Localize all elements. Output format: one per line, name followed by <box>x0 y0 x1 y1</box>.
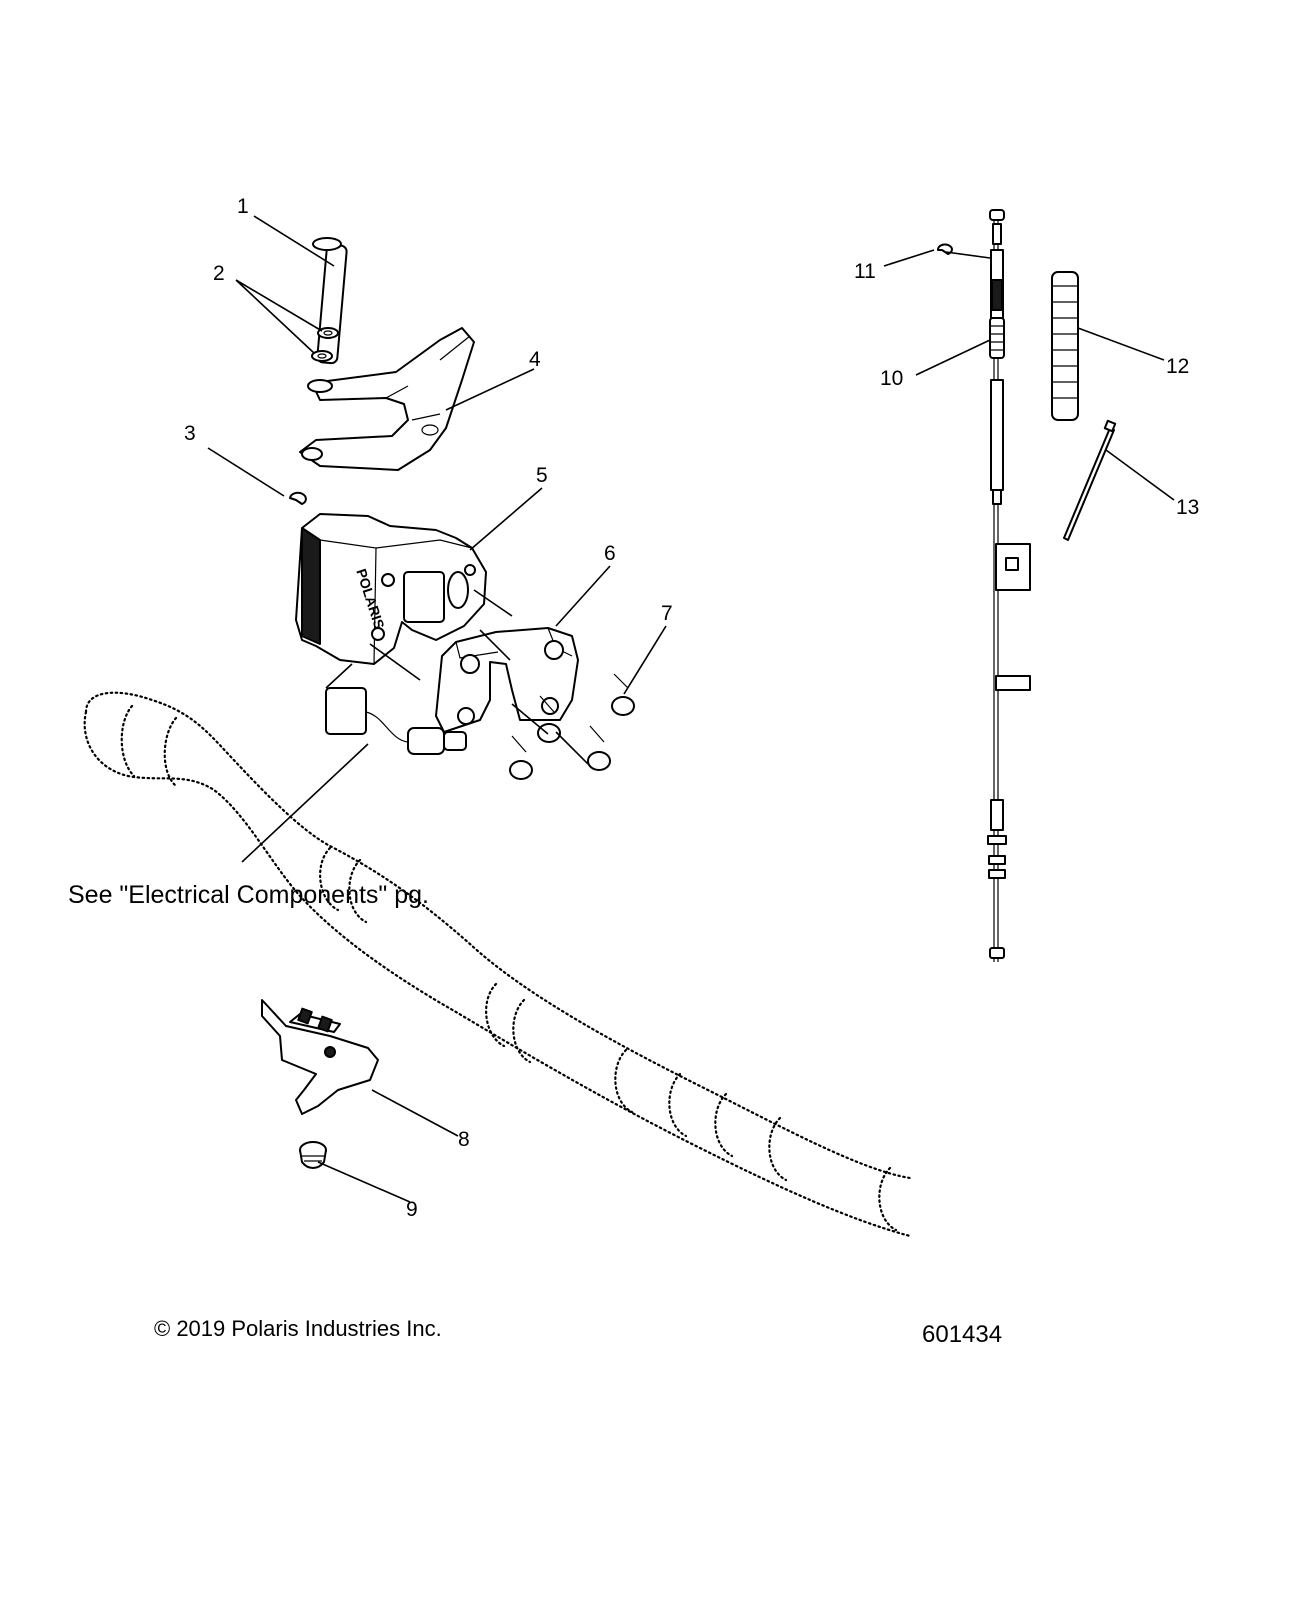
callout-1: 1 <box>237 195 249 218</box>
callout-4: 4 <box>529 348 541 371</box>
throttle-lever <box>261 999 379 1115</box>
callout-13: 13 <box>1176 496 1199 519</box>
reference-note: See "Electrical Components" pg. <box>68 881 429 909</box>
callout-7: 7 <box>661 602 673 625</box>
callout-8: 8 <box>458 1128 470 1151</box>
e-clip <box>289 491 307 505</box>
callout-2: 2 <box>213 262 225 285</box>
callout-3: 3 <box>184 422 196 445</box>
callout-12: 12 <box>1166 355 1189 378</box>
callout-5: 5 <box>536 464 548 487</box>
diagram-number: 601434 <box>922 1321 1002 1348</box>
callout-9: 9 <box>406 1198 418 1221</box>
copyright-notice: © 2019 Polaris Industries Inc. <box>154 1316 442 1341</box>
leader-lines <box>207 215 1175 1203</box>
callout-6: 6 <box>604 542 616 565</box>
handlebar-outline <box>83 691 912 1238</box>
tubing-sleeve <box>1051 271 1079 421</box>
callout-10: 10 <box>880 367 903 390</box>
cable-tie <box>1063 419 1117 541</box>
callout-11: 11 <box>854 260 876 283</box>
callout-labels: 1 2 3 4 5 6 7 8 9 10 11 12 13 <box>184 195 1199 1221</box>
handlebar-clamp <box>435 627 579 733</box>
washers <box>311 327 339 362</box>
switch-connector <box>325 687 467 755</box>
throttle-housing: POLARIS <box>295 513 487 665</box>
throttle-cable <box>987 209 1031 962</box>
clamp-screws <box>509 673 635 780</box>
lever-bracket <box>299 327 475 471</box>
